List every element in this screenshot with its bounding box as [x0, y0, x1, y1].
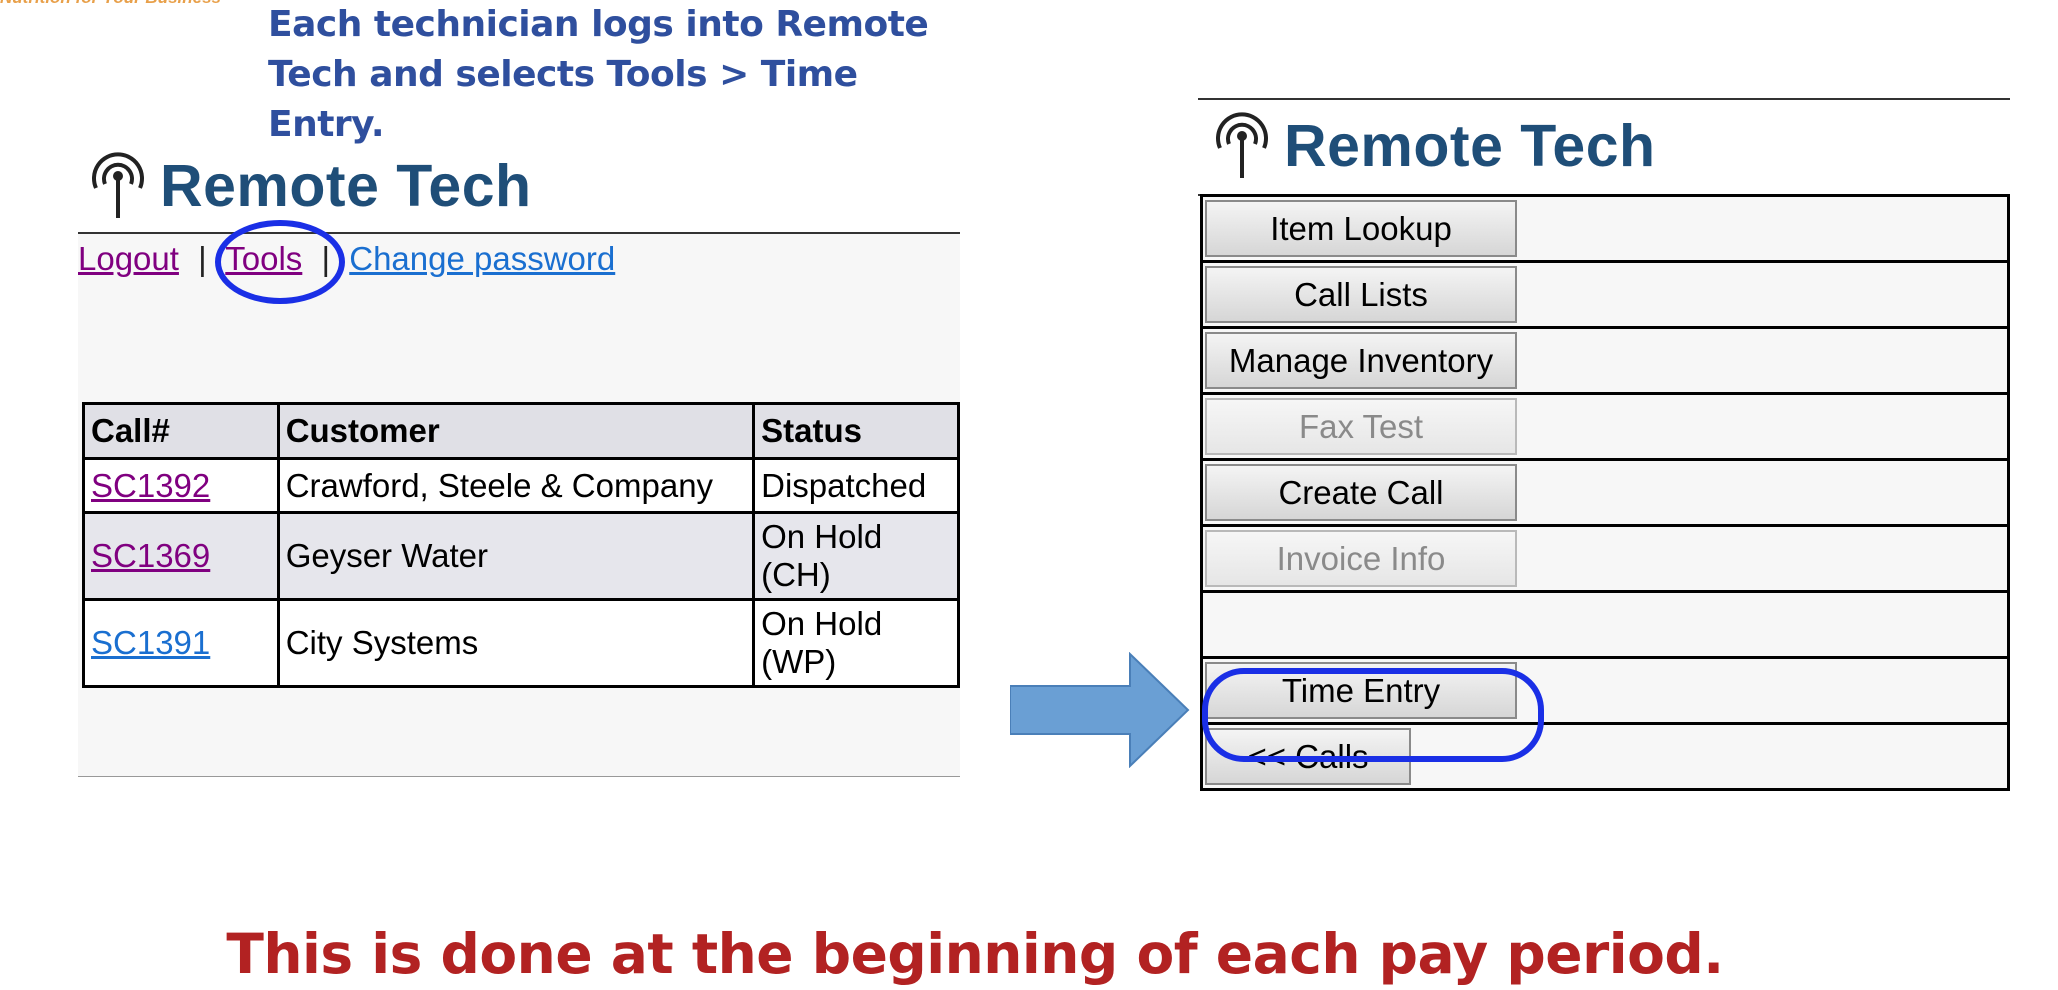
menu-row: Manage Inventory: [1200, 326, 2010, 395]
menu-cell: Call Lists: [1200, 260, 2010, 329]
status-line-1: On Hold: [761, 518, 883, 555]
tools-screen-title: Remote Tech: [1284, 113, 1656, 179]
invoice-info-button[interactable]: Invoice Info: [1205, 530, 1517, 587]
status-cell: On Hold (WP): [752, 598, 960, 688]
call-link[interactable]: SC1392: [91, 466, 211, 504]
call-number-cell: SC1369: [82, 511, 280, 601]
main-screen: Logout | Tools | Change password Call# C…: [78, 232, 960, 777]
customer-cell: Geyser Water: [276, 511, 756, 601]
menu-cell: Create Call: [1200, 458, 2010, 527]
call-link[interactable]: SC1369: [91, 537, 211, 574]
customer-cell: City Systems: [276, 598, 756, 688]
instruction-text: Each technician logs into Remote Tech an…: [268, 0, 968, 150]
manage-inventory-button[interactable]: Manage Inventory: [1205, 332, 1517, 389]
menu-row: Call Lists: [1200, 260, 2010, 329]
right-arrow-icon: [1010, 652, 1190, 768]
menu-row: Invoice Info: [1200, 524, 2010, 593]
instruction-line-2: Tech and selects Tools > Time Entry.: [268, 54, 858, 145]
status-line-2: (CH): [761, 556, 831, 593]
antenna-icon: [92, 152, 144, 218]
column-header-customer: Customer: [276, 402, 756, 460]
time-entry-highlight-circle: [1202, 668, 1544, 762]
item-lookup-button[interactable]: Item Lookup: [1205, 200, 1517, 257]
menu-row: Create Call: [1200, 458, 2010, 527]
call-lists-button[interactable]: Call Lists: [1205, 266, 1517, 323]
status-cell: Dispatched: [752, 457, 960, 514]
tools-highlight-circle: [215, 220, 345, 304]
antenna-icon: [1216, 112, 1268, 178]
create-call-button[interactable]: Create Call: [1205, 464, 1517, 521]
table-row: SC1392 Crawford, Steele & Company Dispat…: [82, 457, 960, 514]
column-header-call: Call#: [82, 402, 280, 460]
menu-row-empty: [1200, 590, 2010, 659]
call-link[interactable]: SC1391: [91, 624, 211, 661]
menu-cell: Manage Inventory: [1200, 326, 2010, 395]
call-number-cell: SC1391: [82, 598, 280, 688]
menu-row: Fax Test: [1200, 392, 2010, 461]
table-header-row: Call# Customer Status: [82, 402, 960, 460]
table-row: SC1369 Geyser Water On Hold (CH): [82, 511, 960, 601]
status-cell: On Hold (CH): [752, 511, 960, 601]
menu-row: Item Lookup: [1200, 194, 2010, 263]
status-line-2: (WP): [761, 643, 837, 680]
app-title: Remote Tech: [160, 153, 532, 219]
tools-screen-header: Remote Tech: [1198, 98, 2010, 196]
left-app-header: Remote Tech: [86, 150, 532, 222]
menu-cell: [1200, 590, 2010, 659]
customer-cell: Crawford, Steele & Company: [276, 457, 756, 514]
tools-menu: Item Lookup Call Lists Manage Inventory …: [1200, 194, 2010, 791]
menu-cell: Fax Test: [1200, 392, 2010, 461]
change-password-link[interactable]: Change password: [349, 240, 616, 277]
pay-period-note: This is done at the beginning of each pa…: [226, 922, 1724, 986]
company-tagline: Nutrition for Your Business: [0, 0, 221, 8]
call-number-cell: SC1392: [82, 457, 280, 514]
fax-test-button[interactable]: Fax Test: [1205, 398, 1517, 455]
right-app-header: Remote Tech: [1210, 110, 1656, 182]
nav-separator: |: [198, 240, 207, 277]
instruction-line-1: Each technician logs into Remote: [268, 4, 929, 45]
calls-table: Call# Customer Status SC1392 Crawford, S…: [82, 402, 960, 688]
logout-link[interactable]: Logout: [78, 240, 179, 277]
menu-cell: Item Lookup: [1200, 194, 2010, 263]
column-header-status: Status: [752, 402, 960, 460]
nav-bar: Logout | Tools | Change password: [78, 240, 615, 278]
menu-cell: Invoice Info: [1200, 524, 2010, 593]
table-row: SC1391 City Systems On Hold (WP): [82, 598, 960, 688]
status-line-1: On Hold: [761, 605, 883, 642]
